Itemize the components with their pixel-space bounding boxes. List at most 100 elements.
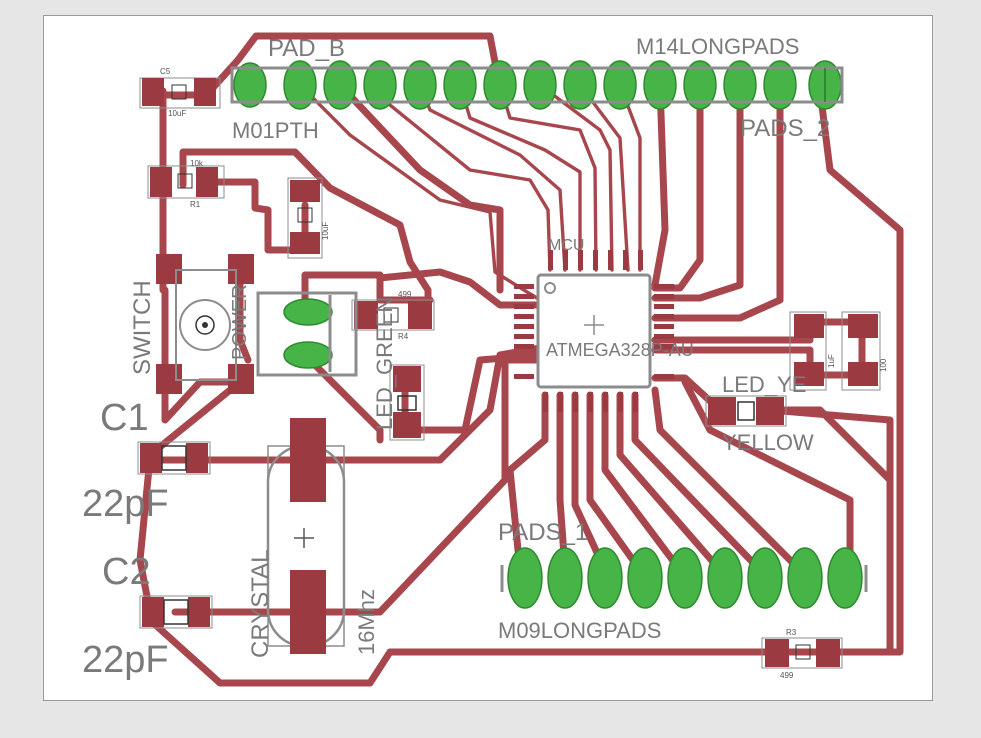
label-r3: R3 [786, 628, 797, 637]
trace-h10 [651, 81, 669, 289]
c1-outline [137, 441, 211, 475]
trace-cap-top [651, 318, 866, 344]
led-green-outline [389, 364, 425, 441]
m14-header [230, 60, 844, 110]
label-power: POWER [229, 284, 251, 360]
switch-core [195, 315, 215, 335]
traces [136, 32, 904, 687]
r4-body [383, 307, 399, 323]
pad-b2 [547, 547, 583, 609]
switch-body [175, 269, 237, 381]
trace-b3 [571, 391, 609, 574]
trace-b4 [586, 391, 644, 574]
label-r4-val: 499 [398, 290, 412, 299]
pad-b9 [827, 547, 863, 609]
trace-right-loop [786, 86, 904, 656]
trace-c1-c2 [136, 454, 154, 616]
label-pads-2: PADS_2 [740, 115, 830, 142]
trace-r1-top [179, 148, 432, 304]
switch-ring [179, 299, 231, 351]
crystal-pad-top [290, 418, 326, 502]
led-green-body [397, 395, 417, 411]
trace-h13 [651, 81, 784, 322]
pad-b7 [747, 547, 783, 609]
trace-h7 [538, 83, 614, 272]
label-r1-val: 10k [190, 159, 204, 168]
label-c4-val: 1uF [827, 354, 836, 368]
led-green-pad-top [393, 366, 421, 392]
c5-body [171, 84, 187, 100]
pad-h7 [523, 60, 557, 110]
c6-pad-top [848, 314, 878, 338]
c6-pad-bottom [848, 362, 878, 386]
switch-dot [202, 322, 208, 328]
label-c1-val: 22pF [82, 483, 169, 525]
pad-h2 [323, 60, 357, 110]
pad-b8 [787, 547, 823, 609]
ic-bottom-pins [543, 392, 638, 412]
r1-body [177, 173, 193, 189]
c2-body [163, 599, 189, 625]
r3-outline [761, 637, 843, 669]
ic-atmega [514, 250, 674, 412]
label-c2-val: 22pF [82, 639, 169, 681]
label-m01: M01PTH [232, 118, 319, 143]
crystal-part [266, 418, 346, 654]
trace-b9 [681, 378, 854, 574]
label-c1: C1 [100, 397, 149, 439]
label-led-ye: LED_YE [722, 372, 806, 397]
r1-pad-right [196, 167, 218, 197]
pad-h10 [643, 60, 677, 110]
trace-b5 [601, 391, 684, 574]
trace-c2 [171, 356, 544, 616]
pad-h11 [683, 60, 717, 110]
led-yellow-pad-right [756, 397, 784, 425]
c1-body [161, 445, 187, 471]
label-m09: M09LONGPADS [498, 618, 661, 643]
r1-outline [147, 165, 225, 199]
switch-part [156, 254, 254, 394]
label-c5: C5 [160, 67, 171, 76]
trace-green-low [301, 351, 384, 444]
led-yellow-body [737, 401, 755, 421]
power-pad-bottom [283, 341, 333, 369]
pad-m01 [233, 62, 267, 108]
pad-h9 [603, 60, 637, 110]
trace-h8 [578, 83, 630, 272]
r3-pad-right [816, 639, 840, 667]
c5-pad-left [142, 78, 164, 106]
label-c2: C2 [102, 551, 151, 593]
ic-pin1-mark [544, 282, 556, 294]
pad-h12 [723, 60, 757, 110]
trace-switch [161, 286, 244, 424]
trace-bottom-loop [146, 406, 894, 687]
c3-pad-bottom [290, 232, 320, 254]
label-c3-val: 10uF [321, 222, 330, 240]
pad-b3 [587, 547, 623, 609]
c3-body [297, 207, 313, 223]
power-pad-top [283, 298, 333, 326]
led-green-pad-bottom [393, 412, 421, 438]
c2-outline [139, 595, 213, 629]
ic-right-pins [654, 284, 674, 379]
ic-left-pins [514, 284, 534, 379]
trace-b8 [651, 386, 804, 574]
c1-pad-left [140, 443, 162, 473]
pad-h1 [283, 60, 317, 110]
m09-header [500, 547, 868, 609]
c6-outline [841, 311, 881, 391]
label-crystal-val: 16Mhz [354, 589, 379, 655]
c5-outline [139, 77, 221, 109]
r1-pad-left [150, 167, 172, 197]
pad-h6 [483, 60, 517, 110]
r4-pad-right [408, 301, 432, 329]
label-c6-val: 100 [879, 358, 888, 372]
r4-pad-left [354, 301, 378, 329]
pad-h13 [763, 60, 797, 110]
trace-green-to-ic [376, 268, 544, 309]
label-r3-val: 499 [780, 671, 794, 680]
pad-h3 [363, 60, 397, 110]
c2-pad-left [142, 597, 164, 627]
trace-switch-right [236, 260, 252, 364]
label-ic-top: MCU [548, 237, 584, 254]
